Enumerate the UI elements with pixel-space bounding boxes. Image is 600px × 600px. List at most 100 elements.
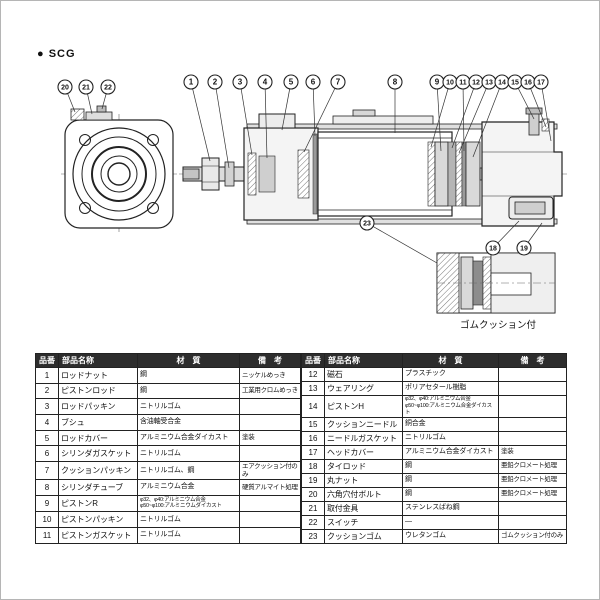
table-cell: 20 xyxy=(301,486,325,502)
port-boss xyxy=(258,113,296,129)
table-cell xyxy=(239,511,301,528)
table-cell: アルミニウム合金 xyxy=(137,478,240,496)
column-header: 備 考 xyxy=(239,353,301,368)
table-cell: 取付金具 xyxy=(324,500,403,516)
table-cell: 硬質アルマイト処理 xyxy=(239,478,301,496)
switch-rail xyxy=(332,115,434,125)
table-cell: 塗装 xyxy=(498,444,567,460)
table-cell: エアクッション付のみ xyxy=(239,461,301,480)
table-cell: 13 xyxy=(301,381,325,396)
callout-circle xyxy=(359,215,375,231)
cylinder-assembly-diagram: ゴムクッション付 2021221234567891011121314151617… xyxy=(57,74,569,331)
table-cell: 工業用クロムめっき xyxy=(239,382,301,400)
column-header: 品番 xyxy=(301,353,325,368)
table-cell: 亜鉛クロメート処理 xyxy=(498,486,567,502)
table-cell: φ32、φ40:アルミニウム合金 φ50~φ100:アルミニウム合金ダイカスト xyxy=(402,395,499,418)
table-cell: ニトリルゴム、鋼 xyxy=(137,461,240,480)
callout-circle xyxy=(516,240,532,256)
column-header: 材 質 xyxy=(137,353,240,368)
table-cell xyxy=(498,430,567,446)
table-cell: 12 xyxy=(301,367,325,382)
callout-leader xyxy=(458,81,490,154)
callout-number: 19 xyxy=(520,246,528,253)
callout-1: 1 xyxy=(183,74,199,90)
callout-number: 15 xyxy=(511,80,519,87)
rod-collar xyxy=(224,161,235,187)
callout-number: 8 xyxy=(393,78,398,87)
table-cell: 5 xyxy=(35,429,59,447)
table-cell: シリンダチューブ xyxy=(58,478,138,496)
callout-19: 19 xyxy=(516,240,532,256)
table-cell: シリンダガスケット xyxy=(58,445,138,463)
table-cell xyxy=(498,514,567,530)
table-cell: φ32、φ40:アルミニウム合金 φ50~φ100:アルミニウムダイカスト xyxy=(137,494,240,513)
table-cell: 含油軸受合金 xyxy=(137,414,240,431)
callout-5: 5 xyxy=(283,74,299,90)
callout-number: 18 xyxy=(489,246,497,253)
callout-21: 21 xyxy=(78,79,94,95)
table-cell: 鋼 xyxy=(137,367,240,384)
callout-8: 8 xyxy=(387,74,403,90)
table-cell: ピストンR xyxy=(58,494,138,513)
table-cell: プラスチック xyxy=(402,367,499,382)
table-cell: ニッケルめっき xyxy=(239,367,301,384)
piston-r xyxy=(434,141,449,207)
callout-number: 16 xyxy=(524,80,532,87)
table-cell xyxy=(498,416,567,432)
table-cell: ロッドパッキン xyxy=(58,398,138,416)
rod-packing xyxy=(247,152,257,196)
table-cell: アルミニウム合金ダイカスト xyxy=(402,444,499,460)
hex-socket-bolt xyxy=(70,108,85,121)
callout-number: 7 xyxy=(336,78,341,87)
table-cell: 6 xyxy=(35,445,59,463)
callout-6: 6 xyxy=(305,74,321,90)
table-cell xyxy=(239,398,301,416)
table-cell: 磁石 xyxy=(324,367,403,382)
callout-number: 23 xyxy=(363,221,371,228)
callout-number: 12 xyxy=(472,80,480,87)
callout-18: 18 xyxy=(485,240,501,256)
callout-number: 5 xyxy=(289,78,294,87)
table-cell: クッションニードル xyxy=(324,416,403,432)
table-cell: ニトリルゴム xyxy=(137,526,240,544)
callout-12: 12 xyxy=(468,74,484,90)
callout-circle xyxy=(100,79,116,95)
callout-23: 23 xyxy=(359,215,375,231)
callout-circle xyxy=(387,74,403,90)
table-cell: ニトリルゴム xyxy=(402,430,499,446)
callout-leader xyxy=(430,81,451,148)
callout-leader xyxy=(303,81,339,153)
mount-hole xyxy=(147,134,159,146)
table-cell: 10 xyxy=(35,511,59,528)
callout-leader xyxy=(472,81,503,158)
tie-rod-bottom xyxy=(246,218,558,225)
rod-nut xyxy=(201,157,220,191)
callout-number: 4 xyxy=(263,78,268,87)
callout-number: 17 xyxy=(537,80,545,87)
callout-number: 13 xyxy=(485,80,493,87)
cylinder-gasket xyxy=(312,133,318,215)
mount-hole xyxy=(79,202,91,214)
table-cell: ニトリルゴム xyxy=(137,511,240,528)
header-row: 品番部品名称材 質備 考 xyxy=(301,353,567,368)
table-cell: 19 xyxy=(301,472,325,488)
callout-9: 9 xyxy=(429,74,445,90)
callout-number: 10 xyxy=(446,80,454,87)
callout-2: 2 xyxy=(207,74,223,90)
table-cell: 21 xyxy=(301,500,325,516)
table-cell: 鋼 xyxy=(402,458,499,474)
table-cell: ピストンパッキン xyxy=(58,511,138,528)
table-cell: ブシュ xyxy=(58,414,138,431)
callout-15: 15 xyxy=(507,74,523,90)
callout-leader xyxy=(190,81,211,162)
switch xyxy=(96,105,107,113)
